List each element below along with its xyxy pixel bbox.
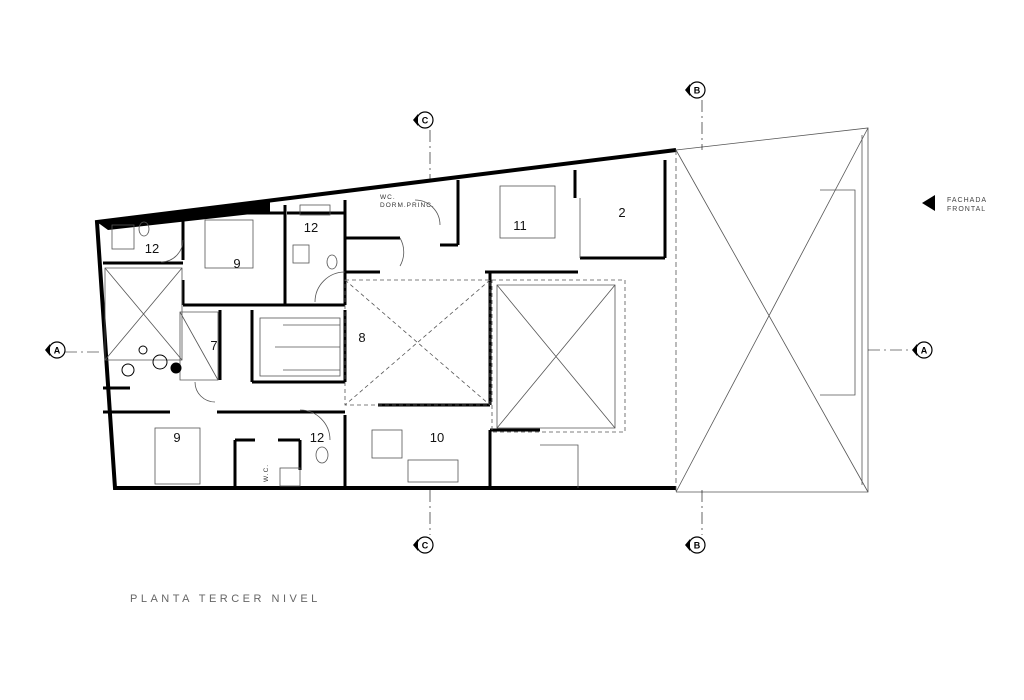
axis-marker-c-bottom: C <box>413 536 434 554</box>
axis-marker-b-bottom: B <box>685 536 706 554</box>
axis-marker-a-right: A <box>912 341 933 359</box>
drawing-title: PLANTA TERCER NIVEL <box>130 593 321 605</box>
room-label-12-left: 12 <box>145 241 159 256</box>
room-label-7: 7 <box>210 338 217 353</box>
wc-small-label: W.C. <box>263 464 270 482</box>
room-label-8: 8 <box>358 330 365 345</box>
svg-text:A: A <box>921 346 928 356</box>
wc-dorm-label-2: DORM.PRINC. <box>380 202 435 209</box>
svg-text:B: B <box>694 541 701 551</box>
facade-label-line2: FRONTAL <box>947 206 986 213</box>
svg-text:B: B <box>694 86 701 96</box>
svg-text:C: C <box>422 541 429 551</box>
facade-arrow-icon <box>922 195 935 211</box>
thin-lines <box>104 127 869 493</box>
axis-marker-a-left: A <box>45 341 66 359</box>
room-label-9-top: 9 <box>233 256 240 271</box>
axis-marker-c-top: C <box>413 111 434 129</box>
axis-lines <box>65 100 912 535</box>
svg-text:C: C <box>422 116 429 126</box>
wc-dorm-label-1: WC. <box>380 194 396 201</box>
axis-marker-b-top: B <box>685 81 706 99</box>
room-label-12-bottom: 12 <box>310 430 324 445</box>
exterior-walls <box>94 148 677 490</box>
plants-icon <box>121 345 182 377</box>
room-label-11: 11 <box>513 218 527 233</box>
facade-label-line1: FACHADA <box>947 197 987 204</box>
svg-text:A: A <box>54 346 61 356</box>
room-label-9-bottom: 9 <box>173 430 180 445</box>
room-label-12-mid: 12 <box>304 220 318 235</box>
room-label-10: 10 <box>430 430 444 445</box>
room-label-2: 2 <box>618 205 625 220</box>
